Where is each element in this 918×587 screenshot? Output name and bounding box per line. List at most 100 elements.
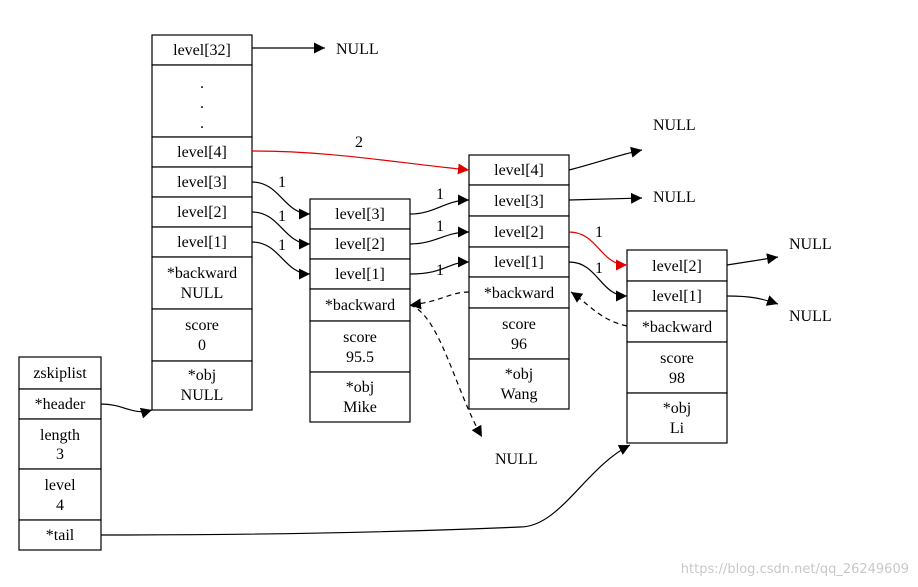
wang-score-cell — [468, 307, 570, 360]
wang-level3-cell — [468, 184, 570, 217]
zskiplist-struct: zskiplist *header length 3 level 4 *tail — [18, 356, 102, 551]
null-label-level32: NULL — [336, 41, 379, 58]
span-label-wang-level2: 1 — [595, 224, 603, 241]
wang-obj-value: Wang — [501, 386, 538, 403]
zskiplist-length-label: length — [40, 427, 80, 444]
zskiplist-title-cell — [18, 356, 102, 390]
zskiplist-length-value: 3 — [56, 446, 64, 463]
li-obj-value: Li — [670, 420, 685, 437]
zskiplist-tail-label: *tail — [46, 527, 75, 544]
node-li: level[2] level[1] *backward score 98 *ob… — [626, 249, 728, 444]
header-score-label: score — [185, 317, 219, 334]
edge-wang-level1-li-level1 — [568, 261, 628, 302]
edge-mike-level1-wang-level1 — [409, 256, 470, 275]
span-label-mike-level3: 1 — [436, 186, 444, 203]
span-label-header-level2: 1 — [278, 208, 286, 225]
span-label-header-level4: 2 — [355, 134, 363, 151]
header-backward-value: NULL — [181, 285, 224, 302]
mike-score-cell — [309, 320, 411, 373]
header-obj-cell — [151, 360, 253, 411]
null-label-wang-level3: NULL — [653, 189, 696, 206]
zskiplist-length-cell — [18, 418, 102, 470]
li-level2-label: level[2] — [652, 258, 702, 275]
mike-level1-label: level[1] — [335, 266, 385, 283]
header-dot-1: . — [200, 75, 204, 92]
edge-li-backward-wang — [570, 291, 628, 327]
header-level32-cell — [151, 34, 253, 66]
span-label-mike-level1: 1 — [436, 262, 444, 279]
edge-li-level2-null — [726, 253, 779, 266]
edge-mike-backward-null — [409, 304, 483, 438]
zskiplist-level-label: level — [44, 477, 76, 494]
wang-level2-label: level[2] — [494, 224, 544, 241]
zskiplist-header-label: *header — [35, 396, 86, 413]
wang-score-value: 96 — [511, 336, 527, 353]
mike-level2-label: level[2] — [335, 236, 385, 253]
span-label-wang-level1: 1 — [595, 260, 603, 277]
null-label-mike-backward: NULL — [495, 451, 538, 468]
mike-score-value: 95.5 — [346, 349, 374, 366]
wang-level3-label: level[3] — [494, 193, 544, 210]
header-score-value: 0 — [198, 337, 206, 354]
edge-mike-level2-wang-level2 — [409, 226, 470, 245]
header-backward-label: *backward — [167, 265, 237, 282]
wang-obj-label: *obj — [505, 366, 533, 383]
header-level1-label: level[1] — [177, 234, 227, 251]
header-node: level[32] . . . level[4] level[3] level[… — [151, 34, 253, 411]
span-label-header-level3: 1 — [278, 174, 286, 191]
li-backward-cell — [626, 310, 728, 343]
edge-li-level1-null — [726, 295, 779, 306]
zskiplist-title: zskiplist — [33, 365, 87, 382]
null-label-li-level1: NULL — [789, 308, 832, 325]
header-dot-2: . — [200, 95, 204, 112]
edge-header-level1-mike-level1 — [251, 241, 311, 280]
node-mike: level[3] level[2] level[1] *backward sco… — [309, 198, 411, 423]
li-score-label: score — [660, 350, 694, 367]
wang-obj-cell — [468, 358, 570, 410]
mike-obj-label: *obj — [346, 379, 374, 396]
edge-zskiplist-tail — [100, 444, 631, 536]
wang-level1-label: level[1] — [494, 254, 544, 271]
mike-backward-cell — [309, 288, 411, 322]
li-obj-label: *obj — [663, 400, 691, 417]
li-level1-label: level[1] — [652, 288, 702, 305]
edge-zskiplist-header — [100, 403, 153, 419]
node-wang: level[4] level[3] level[2] level[1] *bac… — [468, 154, 570, 410]
watermark-text: https://blog.csdn.net/qq_26249609 — [681, 562, 909, 577]
wang-level4-label: level[4] — [494, 162, 544, 179]
header-level32-label: level[32] — [173, 42, 231, 59]
wang-score-label: score — [502, 316, 536, 333]
wang-backward-label: *backward — [484, 285, 554, 302]
mike-obj-cell — [309, 371, 411, 423]
edge-header-level2-mike-level2 — [251, 211, 311, 250]
mike-level3-label: level[3] — [335, 206, 385, 223]
header-dots-cell — [151, 64, 253, 138]
header-level4-label: level[4] — [177, 144, 227, 161]
header-level2-label: level[2] — [177, 204, 227, 221]
zskiplist-tail-cell — [18, 519, 102, 551]
li-backward-label: *backward — [642, 319, 712, 336]
null-label-wang-level4: NULL — [653, 117, 696, 134]
mike-backward-label: *backward — [325, 297, 395, 314]
li-score-value: 98 — [669, 370, 685, 387]
header-score-cell — [151, 308, 253, 362]
span-label-mike-level2: 1 — [436, 218, 444, 235]
span-label-header-level1: 1 — [278, 237, 286, 254]
zskiplist-level-value: 4 — [56, 497, 64, 514]
edge-wang-backward-mike — [409, 291, 470, 310]
header-obj-value: NULL — [181, 387, 224, 404]
mike-score-label: score — [343, 329, 377, 346]
li-score-cell — [626, 341, 728, 394]
header-dot-3: . — [200, 115, 204, 132]
header-obj-label: *obj — [188, 367, 216, 384]
wang-level2-cell — [468, 215, 570, 248]
null-label-li-level2: NULL — [789, 236, 832, 253]
edge-wang-level3-null — [568, 192, 643, 204]
header-level3-label: level[3] — [177, 174, 227, 191]
header-level1-cell — [151, 226, 253, 258]
edge-header-level4-wang-level4 — [251, 150, 470, 175]
mike-obj-value: Mike — [343, 399, 377, 416]
li-level2-cell — [626, 249, 728, 282]
